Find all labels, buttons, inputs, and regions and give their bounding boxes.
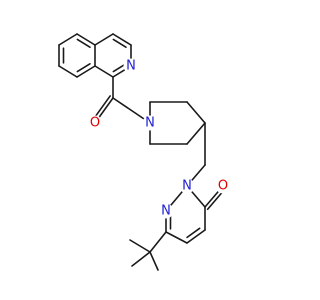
single-bond-line	[129, 239, 151, 253]
double-bond-line	[186, 227, 201, 239]
double-bond-line	[112, 33, 132, 46]
single-bond-line	[165, 231, 188, 244]
bond-layer	[58, 33, 227, 271]
atom-knockout	[179, 178, 195, 194]
atom-knockout	[123, 58, 139, 74]
double-bond-line	[76, 65, 96, 78]
single-bond-line	[149, 251, 159, 271]
single-bond-line	[94, 65, 114, 78]
single-bond-line	[186, 122, 206, 145]
single-bond-line	[58, 65, 78, 78]
atom-knockout	[142, 115, 158, 131]
double-bond-line	[76, 33, 96, 46]
atom-knockout	[158, 203, 174, 219]
double-bond-line	[76, 38, 91, 48]
o-pyridazinone-atom: O	[218, 179, 228, 194]
double-bond-line	[76, 63, 91, 73]
atom-knockout	[87, 115, 103, 131]
n-piperidine-atom: N	[145, 116, 155, 131]
single-bond-line	[58, 33, 78, 46]
single-bond-line	[186, 101, 206, 124]
atom-knockout	[215, 178, 231, 194]
n-isoquinoline-atom: N	[126, 59, 136, 74]
single-bond-line	[131, 251, 151, 267]
n-pyridazinone-1-atom: N	[182, 179, 192, 194]
single-bond-line	[149, 231, 167, 253]
o-carbonyl-atom: O	[90, 116, 100, 131]
single-bond-line	[94, 33, 114, 46]
double-bond-line	[186, 229, 206, 244]
double-bond-line	[112, 38, 127, 48]
n-pyridazinone-2-atom: N	[161, 204, 171, 219]
